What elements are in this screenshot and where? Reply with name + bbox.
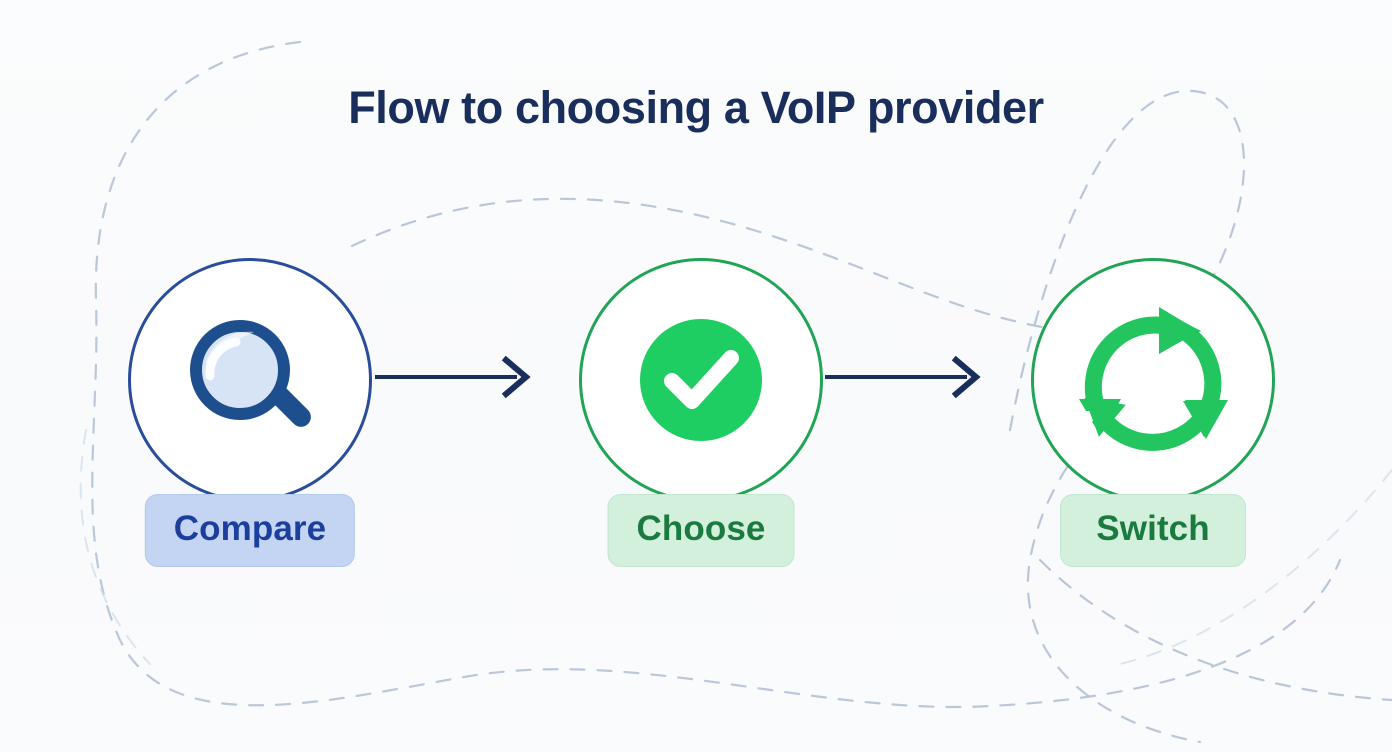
step-circle-switch[interactable] (1031, 258, 1275, 502)
flow-step-compare[interactable]: Compare (100, 258, 400, 567)
refresh-cycle-icon (1079, 307, 1228, 451)
check-circle-icon (640, 319, 762, 441)
flow-step-choose[interactable]: Choose (551, 258, 851, 567)
dashed-curve-lower-right (1038, 558, 1392, 702)
step-label-compare[interactable]: Compare (144, 494, 356, 567)
connector-choose-to-switch (825, 355, 981, 399)
magnifying-glass-icon (190, 320, 311, 427)
step-circle-compare[interactable] (128, 258, 372, 502)
step-circle-choose[interactable] (579, 258, 823, 502)
refresh-arc-bottom (1097, 413, 1208, 451)
flow-step-switch[interactable]: Switch (1003, 258, 1303, 567)
step-label-switch[interactable]: Switch (1060, 494, 1246, 567)
refresh-arc-right (1182, 327, 1222, 408)
step-label-choose[interactable]: Choose (607, 494, 795, 567)
connector-compare-to-choose (375, 355, 531, 399)
page-title: Flow to choosing a VoIP provider (348, 82, 1044, 133)
refresh-arc-upper-left (1084, 316, 1174, 408)
